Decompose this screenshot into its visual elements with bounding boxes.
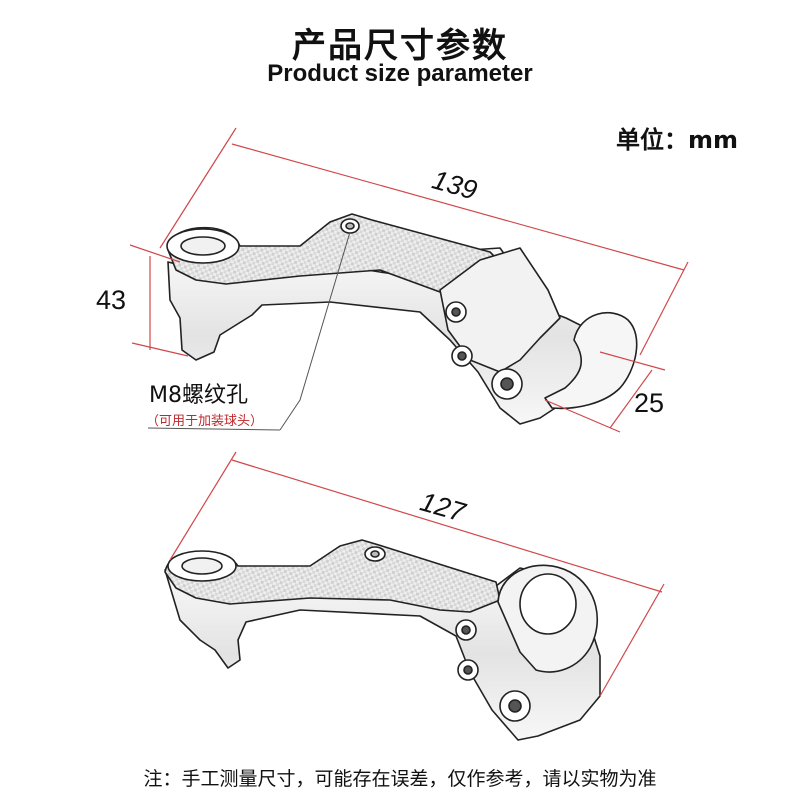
m8-hole-callout-label: M8螺纹孔 [149, 383, 248, 408]
bolt-icon [455, 619, 531, 722]
dim-line-25 [609, 369, 653, 429]
page-title-cn: 产品尺寸参数 [292, 26, 508, 66]
dim-label-43: 43 [96, 285, 127, 315]
dimension-lines [129, 127, 689, 697]
callout-leader [279, 231, 351, 431]
callout-bracket [147, 427, 281, 431]
top-bracket [166, 213, 638, 425]
footer-note: 注：手工测量尺寸，可能存在误差，仅作参考，请以实物为准 [143, 768, 657, 790]
top-bracket-hook [544, 312, 638, 410]
page-title-en: Product size parameter [267, 60, 533, 87]
bolt-icon [445, 301, 523, 400]
dim-line-139 [231, 143, 685, 271]
dim-line-127 [231, 459, 663, 593]
bottom-bracket [164, 539, 601, 741]
dim-label-25: 25 [634, 388, 665, 418]
m8-hole-callout-sublabel: （可用于加装球头） [146, 414, 264, 429]
unit-label: 单位：mm [615, 126, 738, 154]
